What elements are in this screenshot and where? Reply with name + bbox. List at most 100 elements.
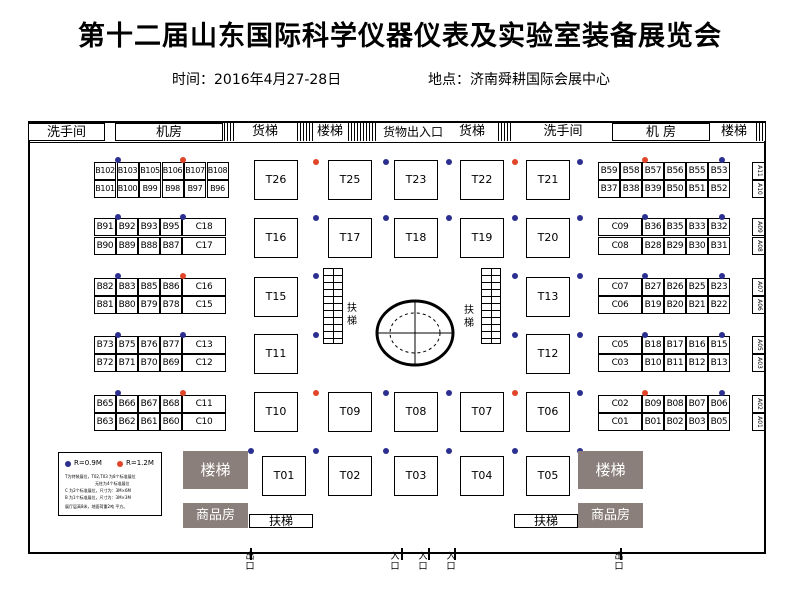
legend-red-dot <box>117 461 123 467</box>
booth-b95: B95 <box>160 218 182 236</box>
entrance-2: 入口 <box>418 552 428 572</box>
pillar-small <box>719 390 725 396</box>
booth-t03: T03 <box>394 456 438 496</box>
escalator-left <box>323 268 343 344</box>
pillar-small <box>446 448 452 454</box>
booth-c11: C11 <box>182 395 226 413</box>
booth-a03: A03 <box>752 354 765 372</box>
booth-c05: C05 <box>598 336 642 354</box>
pillar-large <box>512 159 518 165</box>
booth-b88: B88 <box>138 237 160 255</box>
hatch-left-2 <box>297 123 313 141</box>
booth-b05: B05 <box>708 413 730 431</box>
booth-a10: A10 <box>752 180 765 198</box>
pillar-large <box>642 157 648 163</box>
entrance-1: 入口 <box>390 552 400 572</box>
hall-outline <box>28 121 766 554</box>
side-booth-label: A08 <box>755 240 763 252</box>
pillar-small <box>719 157 725 163</box>
pillar-large <box>313 159 319 165</box>
booth-b58: B58 <box>620 162 642 180</box>
booth-b80: B80 <box>116 296 138 314</box>
shop-bottom-left: 商品房 <box>183 503 248 528</box>
legend-line-5: 展厅层高8米，地面荷重2吨 平方。 <box>65 504 128 509</box>
booth-b70: B70 <box>138 354 160 372</box>
pillar-small <box>512 273 518 279</box>
pillar-small <box>446 159 452 165</box>
central-fountain <box>375 299 455 367</box>
booth-c02: C02 <box>598 395 642 413</box>
booth-b03: B03 <box>686 413 708 431</box>
machine-room-right: 机 房 <box>612 123 710 141</box>
booth-b107: B107 <box>184 162 206 180</box>
booth-a09: A09 <box>752 218 765 236</box>
exit-tick-left <box>250 548 252 560</box>
booth-b99: B99 <box>139 180 161 198</box>
booth-t13: T13 <box>526 277 570 317</box>
freight-elevator-right: 货梯 <box>447 123 497 141</box>
booth-b72: B72 <box>94 354 116 372</box>
pillar-small <box>383 215 389 221</box>
time-label: 时间：2016年4月27-28日 <box>172 72 342 88</box>
booth-t23: T23 <box>394 160 438 200</box>
legend-blue-label: R=0.9M <box>74 459 102 467</box>
booth-b55: B55 <box>686 162 708 180</box>
top-service-bar <box>28 121 766 143</box>
stairs-right: 楼梯 <box>712 123 756 141</box>
booth-b81: B81 <box>94 296 116 314</box>
legend-box: R=0.9M R=1.2M T为特装展位，T02,T03 为8个标准展位 无柱为… <box>58 452 162 516</box>
pillar-large <box>313 390 319 396</box>
pillar-small <box>642 273 648 279</box>
booth-t07: T07 <box>460 392 504 432</box>
booth-b38: B38 <box>620 180 642 198</box>
booth-b28: B28 <box>642 237 664 255</box>
place-label: 地点：济南舜耕国际会展中心 <box>428 72 610 88</box>
booth-t15: T15 <box>254 277 298 317</box>
exit-tick-right <box>620 548 622 560</box>
pillar-small <box>446 390 452 396</box>
pillar-small <box>248 448 254 454</box>
pillar-small <box>383 159 389 165</box>
legend-red-label: R=1.2M <box>126 459 154 467</box>
booth-t08: T08 <box>394 392 438 432</box>
pillar-small <box>313 273 319 279</box>
pillar-small <box>577 273 583 279</box>
escalator-right-label: 扶梯 <box>464 305 474 329</box>
booth-b39: B39 <box>642 180 664 198</box>
escalator-bottom-right: 扶梯 <box>514 514 578 528</box>
booth-b50: B50 <box>664 180 686 198</box>
escalator-bottom-left: 扶梯 <box>249 514 313 528</box>
booth-b83: B83 <box>116 278 138 296</box>
booth-b37: B37 <box>598 180 620 198</box>
booth-b21: B21 <box>686 296 708 314</box>
booth-b97: B97 <box>184 180 206 198</box>
side-booth-label: A01 <box>755 416 763 428</box>
side-booth-label: A09 <box>755 221 763 233</box>
booth-b106: B106 <box>161 162 184 180</box>
escalator-right <box>481 268 501 344</box>
pillar-small <box>180 332 186 338</box>
pillar-small <box>512 332 518 338</box>
pillar-large <box>180 390 186 396</box>
pillar-small <box>719 214 725 220</box>
booth-b65: B65 <box>94 395 116 413</box>
booth-b09: B09 <box>642 395 664 413</box>
side-booth-label: A02 <box>755 398 763 410</box>
entrance-3: 入口 <box>446 552 456 572</box>
hatch-mid <box>348 123 378 141</box>
booth-b78: B78 <box>160 296 182 314</box>
booth-b75: B75 <box>116 336 138 354</box>
booth-b69: B69 <box>160 354 182 372</box>
booth-b90: B90 <box>94 237 116 255</box>
booth-a05: A05 <box>752 336 765 354</box>
hatch-far-right <box>756 123 765 141</box>
booth-b13: B13 <box>708 354 730 372</box>
booth-b16: B16 <box>686 336 708 354</box>
legend-line-3: C 为2个标准展位，尺寸为：3M×6M <box>65 488 131 493</box>
side-booth-label: A11 <box>755 165 763 177</box>
stairs-left: 楼梯 <box>313 123 347 141</box>
booth-b30: B30 <box>686 237 708 255</box>
entrance-tick-2 <box>428 548 430 560</box>
booth-b67: B67 <box>138 395 160 413</box>
booth-b105: B105 <box>139 162 161 180</box>
